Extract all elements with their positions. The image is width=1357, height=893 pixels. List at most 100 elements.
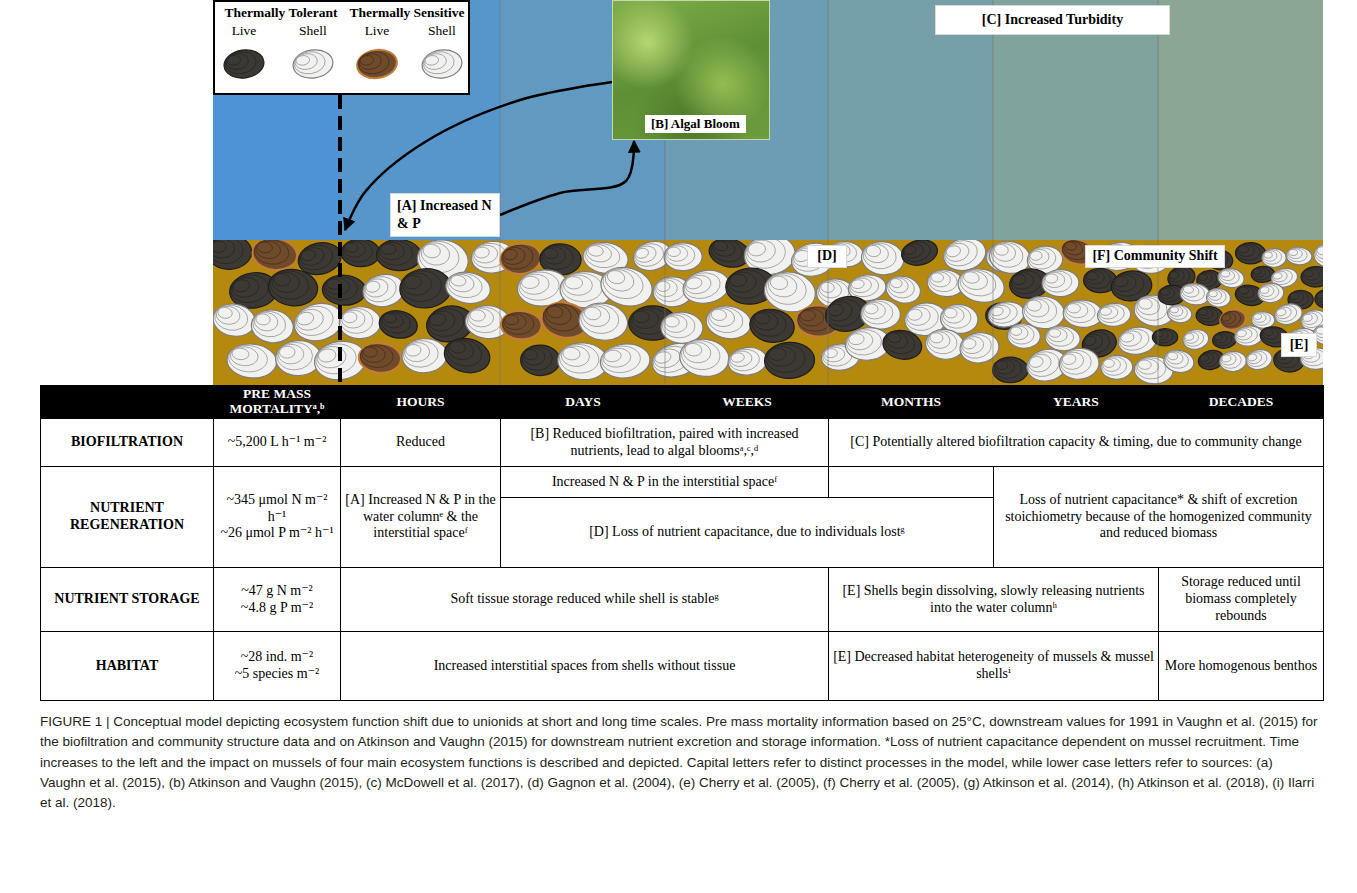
growth-line xyxy=(1045,326,1074,348)
tolerant-mussel xyxy=(1212,331,1237,350)
valve xyxy=(376,240,422,271)
table-text: Storage reduced until biomass completely… xyxy=(1163,574,1319,624)
table-cell: [C] Potentially altered biofiltration ca… xyxy=(828,418,1324,467)
table-text: [C] Potentially altered biofiltration ca… xyxy=(850,434,1301,451)
growth-line xyxy=(546,305,564,320)
growth-line xyxy=(959,333,993,361)
growth-line xyxy=(726,269,766,300)
growth-line xyxy=(708,307,736,329)
growth-line xyxy=(1213,333,1227,343)
valve xyxy=(1301,266,1323,287)
growth-line xyxy=(292,302,336,339)
growth-line xyxy=(1154,330,1168,340)
growth-line xyxy=(1219,309,1242,329)
growth-line xyxy=(1138,298,1153,310)
growth-line xyxy=(226,55,241,66)
valve xyxy=(576,300,630,343)
growth-line xyxy=(503,249,518,261)
process-text: [C] Increased Turbidity xyxy=(982,12,1123,29)
growth-line xyxy=(1169,305,1184,317)
legend-box: Thermally TolerantLiveShellThermally Sen… xyxy=(213,0,470,95)
growth-line xyxy=(1136,358,1159,374)
growth-line xyxy=(665,316,680,327)
growth-line xyxy=(600,344,641,374)
empty-shell xyxy=(1313,243,1323,268)
growth-line xyxy=(1314,244,1323,264)
growth-line xyxy=(1047,327,1068,343)
valve xyxy=(377,308,419,341)
valve xyxy=(1116,324,1158,357)
table-cell: ~345 μmol N m⁻² h⁻¹~26 μmol P m⁻² h⁻¹ xyxy=(213,466,341,568)
growth-line xyxy=(1117,327,1150,353)
growth-line xyxy=(1026,299,1041,311)
growth-line xyxy=(314,341,358,376)
empty-shell xyxy=(291,47,335,80)
growth-line xyxy=(1009,269,1043,296)
valve xyxy=(1257,282,1284,303)
empty-shell xyxy=(1273,301,1305,327)
growth-line xyxy=(297,242,335,273)
empty-shell xyxy=(1116,324,1158,357)
valve xyxy=(213,240,252,270)
growth-line xyxy=(402,340,439,369)
valve xyxy=(322,274,367,306)
growth-line xyxy=(746,240,777,264)
growth-line xyxy=(378,240,414,266)
growth-line xyxy=(343,241,365,257)
column-separator xyxy=(828,0,829,385)
column-separator xyxy=(993,0,994,385)
growth-line xyxy=(711,240,737,258)
valve xyxy=(1235,242,1266,264)
valve xyxy=(339,306,382,339)
growth-line xyxy=(904,303,939,332)
growth-line xyxy=(444,336,485,369)
growth-line xyxy=(942,240,980,269)
valve xyxy=(1058,347,1101,381)
valve xyxy=(341,240,380,267)
growth-line xyxy=(1182,284,1200,298)
algal-bloom-photo: [B] Algal Bloom xyxy=(612,0,770,140)
valve xyxy=(1152,328,1177,346)
table-text: [E] Shells begin dissolving, slowly rele… xyxy=(833,583,1154,617)
growth-line xyxy=(1301,312,1318,326)
table-text: [B] Reduced biofiltration, paired with i… xyxy=(505,426,824,460)
growth-line xyxy=(990,306,1003,316)
growth-line xyxy=(232,279,250,293)
growth-line xyxy=(824,296,863,330)
table-header-cell xyxy=(40,385,214,419)
legend-heading: Thermally Sensitive xyxy=(349,5,464,21)
valve xyxy=(213,301,258,339)
growth-line xyxy=(1103,359,1114,368)
growth-line xyxy=(635,247,650,260)
table-text: Reduced xyxy=(396,434,445,451)
valve xyxy=(599,342,652,380)
growth-line xyxy=(1048,328,1061,338)
growth-line xyxy=(989,304,1011,321)
growth-line xyxy=(901,240,933,264)
growth-line xyxy=(1237,285,1255,299)
growth-line xyxy=(1247,353,1257,361)
growth-line xyxy=(1302,314,1312,323)
growth-line xyxy=(1085,270,1104,284)
empty-shell xyxy=(213,301,258,339)
growth-line xyxy=(652,346,682,370)
growth-line xyxy=(1317,247,1323,256)
water-band xyxy=(1158,0,1323,240)
process-label: [D] xyxy=(807,245,847,268)
table-cell: Soft tissue storage reduced while shell … xyxy=(340,567,829,632)
growth-line xyxy=(562,347,580,361)
growth-line xyxy=(587,245,604,258)
growth-line xyxy=(1044,272,1065,288)
growth-line xyxy=(1101,356,1127,376)
growth-line xyxy=(996,361,1008,370)
table-cell: Increased interstitial spaces from shell… xyxy=(340,631,829,701)
tolerant-mussel xyxy=(222,47,266,80)
growth-line xyxy=(994,358,1022,378)
growth-line xyxy=(1315,290,1323,306)
growth-line xyxy=(1263,250,1277,261)
valve xyxy=(958,330,1001,366)
growth-line xyxy=(422,243,441,259)
valve xyxy=(1286,246,1313,265)
growth-line xyxy=(1237,244,1254,256)
empty-shell xyxy=(420,47,464,80)
